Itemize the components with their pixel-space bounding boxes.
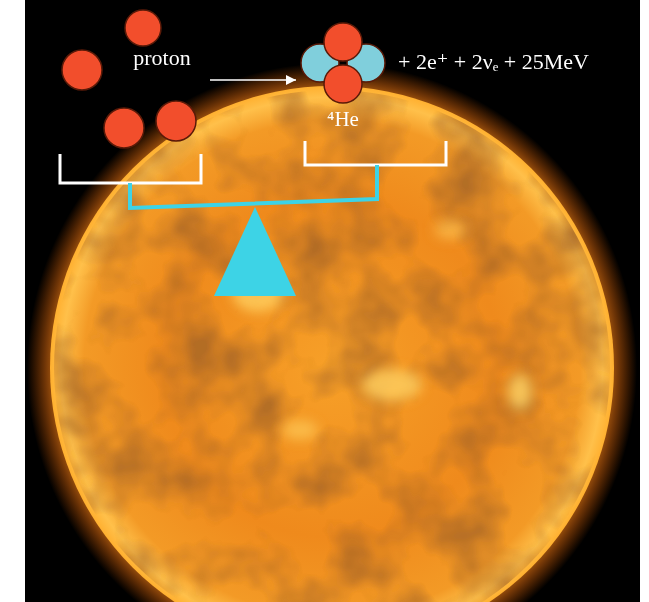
nucleon: [324, 23, 362, 61]
particle-label: ⁴He: [327, 108, 359, 131]
nucleon: [125, 10, 161, 46]
nucleon: [324, 65, 362, 103]
nucleon: [156, 101, 196, 141]
nucleon: [104, 108, 144, 148]
particle-label: proton: [133, 46, 190, 70]
helium-nucleus: ⁴He: [296, 16, 394, 142]
fulcrum-triangle: [214, 207, 296, 296]
nucleon: [62, 50, 102, 90]
balance-beam: [130, 165, 377, 208]
reaction-arrow: [210, 79, 296, 81]
reaction-products: + 2e⁺ + 2νₑ + 25MeV: [398, 50, 589, 74]
nucleon-circles: [58, 8, 208, 152]
proton-group: proton: [58, 8, 208, 152]
